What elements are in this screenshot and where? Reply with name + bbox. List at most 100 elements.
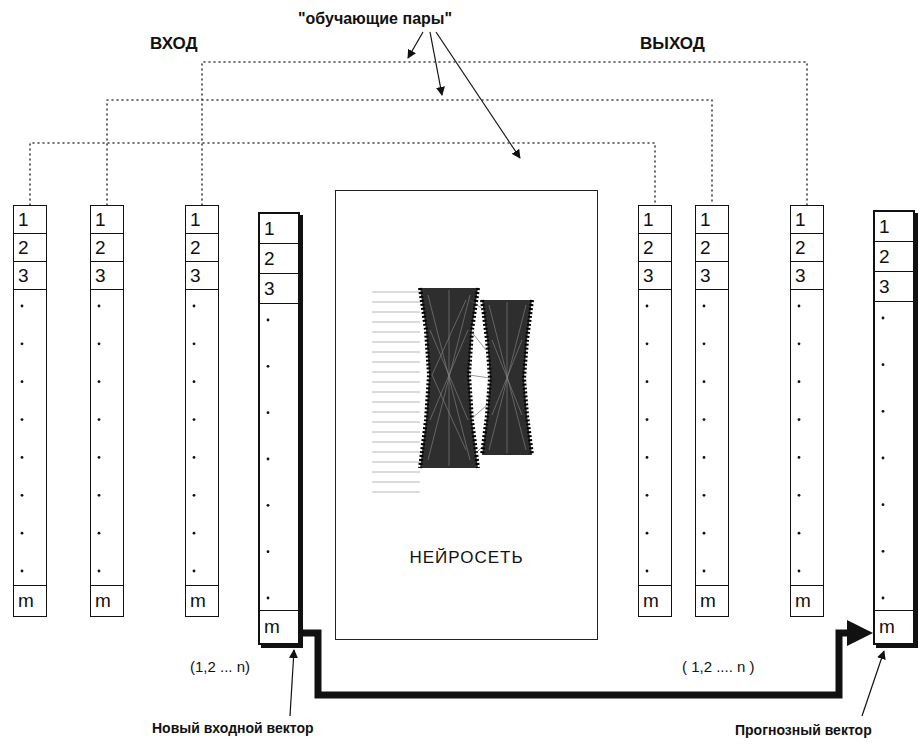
ellipsis-dot: [267, 550, 270, 553]
cell-number: 2: [700, 237, 711, 258]
ellipsis-dot: [798, 342, 801, 345]
cell-number: 3: [18, 265, 29, 286]
ellipsis-dot: [798, 418, 801, 421]
weight-lines: [489, 302, 526, 453]
cell-number: 3: [643, 265, 654, 286]
ellipsis-dot: [98, 380, 101, 383]
ellipsis-dot: [703, 532, 706, 535]
cell-number: 1: [700, 209, 711, 230]
ellipsis-dot: [98, 418, 101, 421]
cell-number: 2: [643, 237, 654, 258]
vector-column: 123m: [13, 205, 47, 617]
cell-number: 2: [18, 237, 29, 258]
vector-column: 123m: [185, 205, 219, 617]
text-label: Новый входной вектор: [152, 720, 314, 736]
ellipsis-dot: [646, 570, 649, 573]
cell-number: 3: [795, 265, 806, 286]
weight-lines: [469, 300, 490, 455]
ellipsis-dot: [193, 342, 196, 345]
ellipsis-dot: [882, 410, 885, 413]
ellipsis-dot: [646, 342, 649, 345]
ellipsis-dot: [798, 570, 801, 573]
ellipsis-dot: [882, 503, 885, 506]
ellipsis-dot: [703, 342, 706, 345]
cell-number: 1: [18, 209, 29, 230]
ellipsis-dot: [193, 456, 196, 459]
vector-cell: 3: [260, 274, 298, 304]
vector-cell: 3: [791, 262, 823, 290]
ellipsis-dot: [798, 532, 801, 535]
ellipsis-dot: [703, 570, 706, 573]
ellipsis-dot: [21, 418, 24, 421]
vector-cell: 3: [91, 262, 123, 290]
cell-number: 1: [264, 218, 275, 239]
vector-cell: 1: [875, 212, 913, 242]
ellipsis-dot: [267, 365, 270, 368]
ellipsis-dot: [21, 305, 24, 308]
vector-cell: 1: [91, 206, 123, 234]
text-label: Прогнозный вектор: [735, 722, 872, 738]
ellipsis-dot: [267, 319, 270, 322]
vector-cell: 3: [696, 262, 728, 290]
neuron-layer: [482, 300, 532, 455]
box-title: НЕЙРОСЕТЬ: [336, 548, 597, 568]
pointer-arrow: [430, 32, 442, 95]
vector-column: 123m: [638, 205, 672, 617]
ellipsis-dot: [267, 597, 270, 600]
vector-cell: 3: [639, 262, 671, 290]
cell-number: 2: [795, 237, 806, 258]
text-label: (1,2 ... n): [190, 658, 250, 675]
cell-number: 2: [879, 246, 890, 267]
leader-arrow: [862, 651, 884, 716]
cell-number: 3: [95, 265, 106, 286]
vector-cell: 1: [639, 206, 671, 234]
ellipsis-dot: [798, 305, 801, 308]
network-box: НЕЙРОСЕТЬ: [335, 190, 598, 640]
vector-cell: 3: [875, 272, 913, 302]
pointer-arrow: [436, 32, 520, 158]
ellipsis-dot: [882, 363, 885, 366]
highlighted-vector: 1 2 3 m: [873, 210, 915, 645]
ellipsis-dot: [267, 411, 270, 414]
network-label: НЕЙРОСЕТЬ: [409, 548, 523, 567]
ellipsis-dot: [646, 380, 649, 383]
vector-cell: 2: [875, 242, 913, 272]
forecast-arrow: [300, 633, 857, 695]
vector-cell: 1: [186, 206, 218, 234]
ellipsis-dot: [193, 305, 196, 308]
ellipsis-dot: [21, 570, 24, 573]
training-pair-line: [202, 62, 807, 205]
ellipsis-dot: [798, 456, 801, 459]
ellipsis-dot: [98, 342, 101, 345]
ellipsis-dot: [98, 494, 101, 497]
ellipsis-dot: [798, 494, 801, 497]
neuron-edge: [420, 288, 478, 468]
ellipsis-dot: [646, 418, 649, 421]
cell-number: m: [879, 616, 895, 637]
ellipsis-dot: [21, 342, 24, 345]
text-label: "обучающие пары": [298, 10, 452, 28]
ellipsis-dot: [703, 456, 706, 459]
cell-number: 3: [879, 276, 890, 297]
vector-cell: 2: [14, 234, 46, 262]
vector-cell: 3: [14, 262, 46, 290]
ellipsis-dot: [646, 494, 649, 497]
ellipsis-dot: [21, 380, 24, 383]
ellipsis-dot: [882, 457, 885, 460]
cell-number: m: [700, 590, 716, 611]
ellipsis-dot: [703, 494, 706, 497]
ellipsis-dot: [882, 550, 885, 553]
cell-number: m: [795, 590, 811, 611]
ellipsis-dot: [193, 380, 196, 383]
text-label: ( 1,2 .... n ): [682, 658, 755, 675]
ellipsis-dot: [703, 305, 706, 308]
ellipsis-dot: [98, 570, 101, 573]
ellipsis-dot: [703, 418, 706, 421]
vector-cell: 1: [14, 206, 46, 234]
pointer-arrow: [408, 32, 423, 58]
vector-column: 123m: [90, 205, 124, 617]
text-label: ВХОД: [150, 34, 198, 54]
